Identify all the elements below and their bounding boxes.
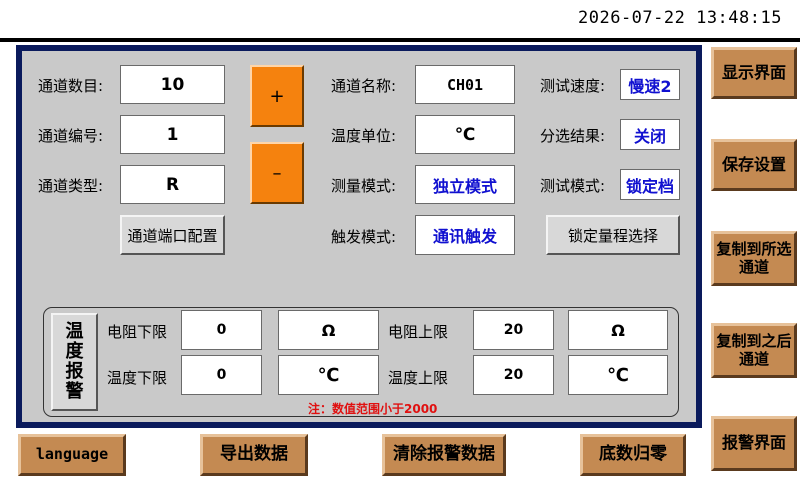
temperature-lower-unit: ℃ [278, 355, 379, 395]
measure-mode-field[interactable]: 独立模式 [415, 165, 515, 204]
zero-baseline-button[interactable]: 底数归零 [580, 434, 686, 476]
resistance-lower-unit: Ω [278, 310, 379, 350]
temperature-upper-limit-field[interactable]: 20 [473, 355, 554, 395]
temperature-upper-limit-label: 温度上限 [388, 369, 449, 387]
display-screen-button[interactable]: 显示界面 [711, 47, 797, 99]
channel-type-label: 通道类型: [38, 177, 104, 195]
channel-name-label: 通道名称: [331, 77, 397, 95]
channel-type-field[interactable]: R [120, 165, 225, 204]
resistance-lower-limit-field[interactable]: 0 [181, 310, 262, 350]
temperature-lower-limit-field[interactable]: 0 [181, 355, 262, 395]
copy-to-following-channels-button[interactable]: 复制到之后通道 [711, 323, 797, 378]
save-settings-button[interactable]: 保存设置 [711, 139, 797, 191]
resistance-lower-limit-label: 电阻下限 [107, 323, 168, 341]
trigger-mode-field[interactable]: 通讯触发 [415, 215, 515, 255]
channel-count-label: 通道数目: [38, 77, 104, 95]
test-mode-label: 测试模式: [540, 177, 606, 195]
temperature-unit-field[interactable]: ℃ [415, 115, 515, 154]
trigger-mode-label: 触发模式: [331, 228, 397, 246]
temperature-alarm-button[interactable]: 温度报警 [51, 313, 98, 411]
temperature-upper-unit: ℃ [568, 355, 668, 395]
measure-mode-label: 测量模式: [331, 177, 397, 195]
sort-result-label: 分选结果: [540, 127, 606, 145]
range-note: 注：数值范围小于2000 [308, 402, 438, 416]
alarm-screen-button[interactable]: 报警界面 [711, 416, 797, 471]
channel-count-field[interactable]: 10 [120, 65, 225, 104]
sort-result-field[interactable]: 关闭 [620, 119, 680, 150]
channel-name-field[interactable]: CH01 [415, 65, 515, 104]
resistance-upper-limit-field[interactable]: 20 [473, 310, 554, 350]
clear-alarm-data-button[interactable]: 清除报警数据 [382, 434, 506, 476]
export-data-button[interactable]: 导出数据 [200, 434, 308, 476]
lock-range-select-button[interactable]: 锁定量程选择 [546, 215, 680, 255]
temperature-unit-label: 温度单位: [331, 127, 397, 145]
resistance-upper-unit: Ω [568, 310, 668, 350]
test-speed-label: 测试速度: [540, 77, 606, 95]
alarm-settings-group [43, 307, 679, 417]
channel-number-label: 通道编号: [38, 127, 104, 145]
decrement-button[interactable]: – [250, 142, 304, 204]
channel-number-field[interactable]: 1 [120, 115, 225, 154]
increment-button[interactable]: + [250, 65, 304, 127]
datetime-display: 2026-07-22 13:48:15 [578, 8, 782, 28]
temperature-lower-limit-label: 温度下限 [107, 369, 168, 387]
copy-to-selected-channels-button[interactable]: 复制到所选通道 [711, 231, 797, 286]
header-divider [0, 38, 800, 42]
channel-port-config-button[interactable]: 通道端口配置 [120, 215, 225, 255]
test-mode-field[interactable]: 锁定档 [620, 169, 680, 200]
resistance-upper-limit-label: 电阻上限 [388, 323, 449, 341]
test-speed-field[interactable]: 慢速2 [620, 69, 680, 100]
language-button[interactable]: language [18, 434, 126, 476]
